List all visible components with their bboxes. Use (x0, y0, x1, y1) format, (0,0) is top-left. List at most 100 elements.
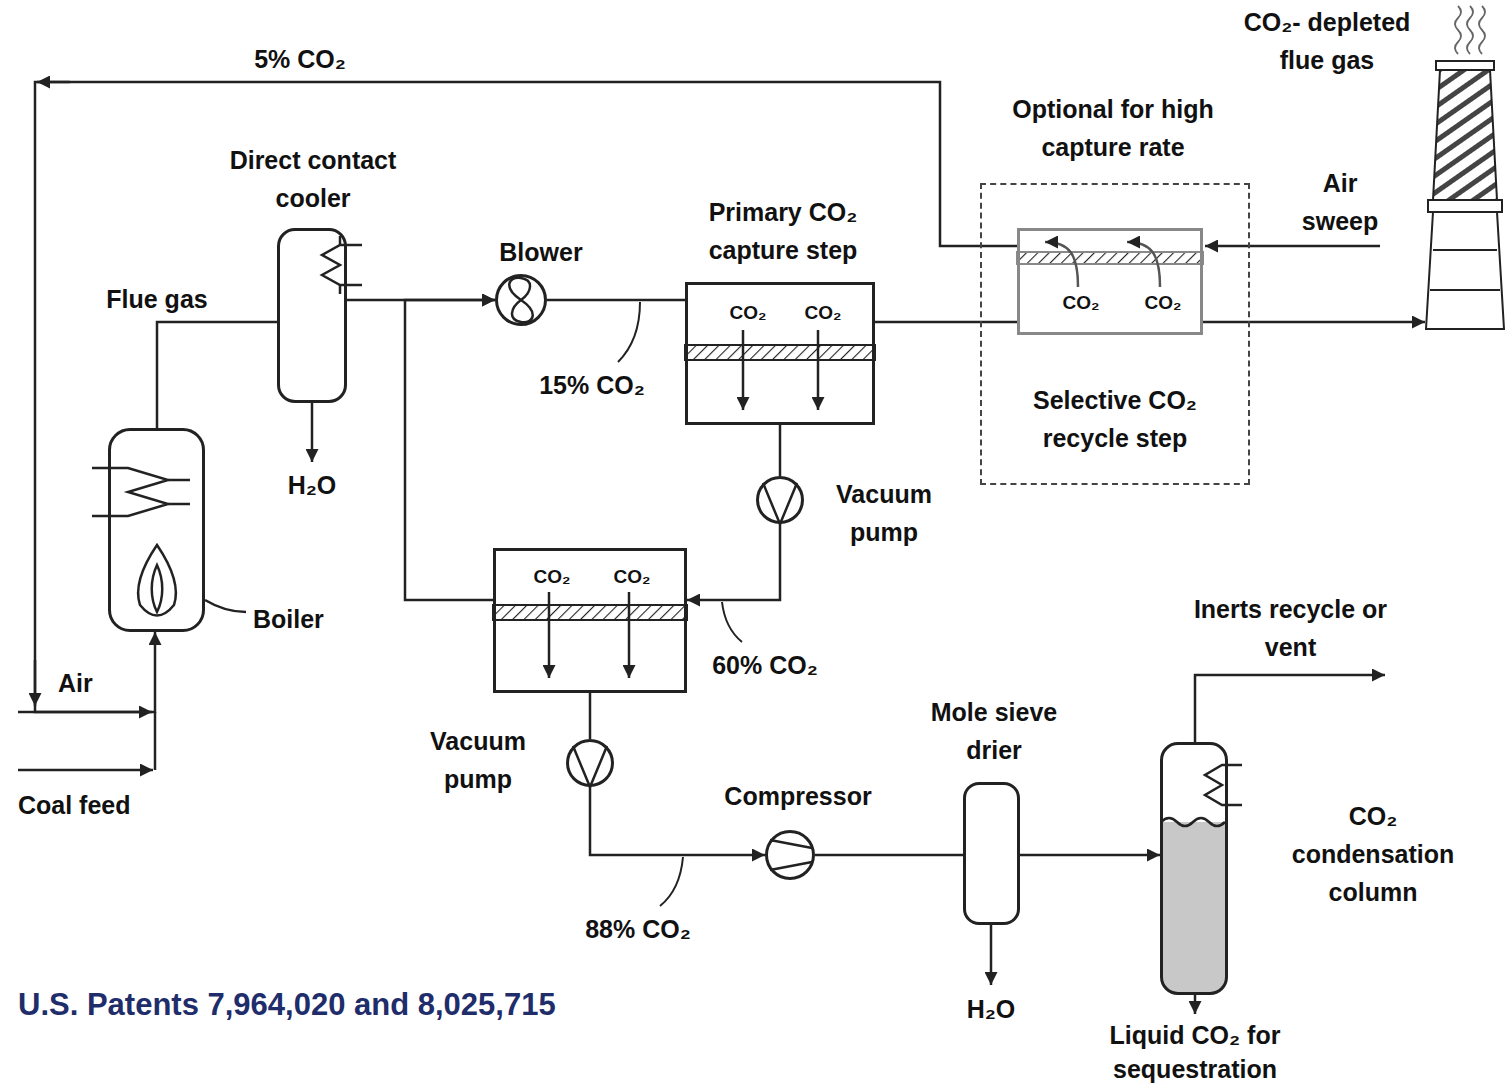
process-stream (405, 300, 495, 600)
node-label: CO₂ (716, 301, 780, 325)
permeation-arrow (628, 592, 631, 678)
process-stream (157, 322, 277, 428)
permeation-arrow (817, 330, 820, 410)
stream-annotation: Coal feed (18, 786, 178, 824)
membrane-layer (685, 345, 875, 360)
cooler-detail (322, 245, 362, 285)
pump-symbol (763, 483, 797, 524)
stream-label: Flue gas (82, 280, 232, 318)
stream-label: 88% CO₂ (568, 910, 708, 948)
cooler-detail (312, 236, 362, 462)
node-label: CO₂ (600, 565, 664, 589)
node-label: Optional for high capture rate (982, 90, 1244, 166)
node-label: CO₂ condensation column (1278, 797, 1468, 911)
node-label: Vacuum pump (819, 475, 949, 551)
node-label: Primary CO₂ capture step (673, 193, 893, 269)
patent-note: U.S. Patents 7,964,020 and 8,025,715 (18, 985, 638, 1025)
stream-annotation: Air sweep (1290, 164, 1390, 240)
optional-region: CO₂CO₂Optional for high capture rateSele… (980, 183, 1250, 485)
leader-line (660, 857, 683, 906)
boiler: Boiler (108, 428, 205, 632)
blower-symbol (509, 278, 532, 322)
blower-symbol (509, 278, 532, 322)
boiler-detail (92, 468, 246, 616)
membrane-module: Primary CO₂ capture stepCO₂CO₂ (685, 282, 875, 425)
node-label: Vacuum pump (413, 722, 543, 798)
node-label: CO₂- depleted flue gas (1222, 3, 1432, 79)
compressor: Compressor (765, 830, 815, 880)
stream-annotation: Liquid CO₂ for sequestration (1080, 1018, 1310, 1086)
process-line (18, 82, 1385, 1014)
process-stream (779, 425, 782, 476)
boiler-detail (168, 480, 190, 504)
leader-line (722, 602, 742, 642)
process-stream (687, 524, 780, 600)
node-label: Blower (481, 233, 601, 271)
stream-annotation: H₂O (941, 990, 1041, 1028)
direct-contact-cooler: Direct contact cooler (277, 228, 347, 403)
smoke (1455, 6, 1461, 54)
column-detail (1161, 822, 1227, 994)
process-line (18, 769, 153, 772)
pump-symbol (573, 746, 607, 787)
stack-outline (1425, 60, 1505, 330)
blower: Blower (495, 274, 547, 326)
stream-annotation: H₂O (262, 466, 362, 504)
stack-outline (1426, 212, 1504, 329)
process-line (1195, 675, 1385, 742)
stack-outline (1428, 200, 1502, 212)
process-stream (547, 299, 685, 302)
process-line (1194, 995, 1197, 1014)
boiler-detail (152, 565, 163, 612)
node-label: Direct contact cooler (198, 141, 428, 217)
connector-layer (35, 82, 1425, 855)
stack-outline (1433, 70, 1497, 200)
column-detail (1205, 765, 1242, 805)
process-line (154, 712, 157, 770)
column-detail (1161, 765, 1242, 994)
stack: CO₂- depleted flue gas (1425, 60, 1505, 330)
permeation-arrow (1127, 242, 1160, 287)
membrane-module: CO₂ CO₂ (1017, 228, 1203, 335)
process-stream (589, 693, 592, 739)
smoke (1467, 6, 1473, 54)
process-stream (35, 82, 1017, 712)
node-label: CO₂ (1131, 291, 1195, 315)
smoke (1479, 6, 1485, 54)
cooler-detail (339, 236, 342, 294)
mole-sieve-drier: Mole sieve drier (963, 782, 1020, 925)
permeation-arrow (549, 242, 1160, 678)
node-label: Selective CO₂ recycle step (990, 381, 1240, 457)
stream-label: 15% CO₂ (522, 366, 662, 404)
stack-outline (1436, 61, 1494, 70)
stack-outline (1430, 250, 1500, 290)
permeation-arrow (742, 330, 745, 410)
cooler-detail (311, 403, 314, 462)
node-label: Boiler (253, 600, 363, 638)
boiler-detail (138, 545, 176, 616)
condensation-column: CO₂ condensation column (1160, 742, 1228, 995)
stream-annotation: Inerts recycle or vent (1188, 590, 1393, 666)
smoke (1455, 6, 1485, 54)
node-label: CO₂ (791, 301, 855, 325)
membrane-layer (493, 605, 687, 620)
process-line (990, 925, 993, 985)
membrane-layer (1017, 252, 1203, 264)
node-label: Mole sieve drier (909, 693, 1079, 769)
process-line (1205, 245, 1380, 248)
vacuum-pump: Vacuum pump (756, 476, 804, 524)
stream-annotation: Air (58, 664, 138, 702)
stack-outline (1426, 61, 1504, 329)
column-detail (1161, 818, 1225, 826)
membrane-module: CO₂ CO₂ (493, 548, 687, 693)
node-label: Compressor (713, 777, 883, 815)
process-stream (815, 854, 963, 857)
boiler-detail (92, 468, 168, 516)
node-label: CO₂ (1049, 291, 1113, 315)
vacuum-pump: Vacuum pump (566, 739, 614, 787)
node-label: CO₂ (520, 565, 584, 589)
process-stream (1020, 854, 1160, 857)
stream-label: 5% CO₂ (230, 40, 370, 78)
process-stream (1203, 321, 1425, 324)
